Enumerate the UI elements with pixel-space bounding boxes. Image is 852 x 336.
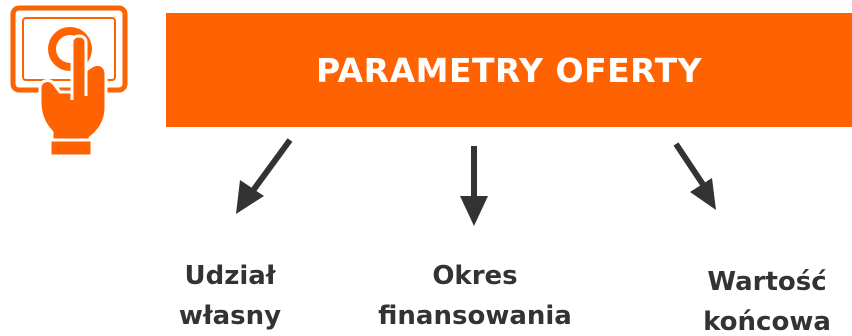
banner-title: PARAMETRY OFERTY (315, 50, 702, 90)
parameter-label-financing-period: Okres finansowania (360, 256, 590, 336)
parameter-label-line1: Udział (184, 261, 276, 291)
parameter-label-line2: finansowania (378, 301, 572, 331)
parameter-label-line1: Wartość (707, 267, 827, 297)
arrow-left (236, 138, 293, 214)
parameter-label-line1: Okres (432, 261, 518, 291)
arrow-center (460, 146, 488, 226)
parameter-label-line2: końcowa (703, 307, 831, 336)
parameter-label-own-contribution: Udział własny (140, 256, 320, 336)
arrow-right (673, 142, 716, 210)
hand-holding-banknote-icon (10, 5, 128, 158)
parameter-label-line2: własny (178, 301, 282, 331)
parameter-label-final-value: Wartość końcowa (682, 262, 852, 336)
offer-parameters-banner: PARAMETRY OFERTY (166, 13, 852, 127)
